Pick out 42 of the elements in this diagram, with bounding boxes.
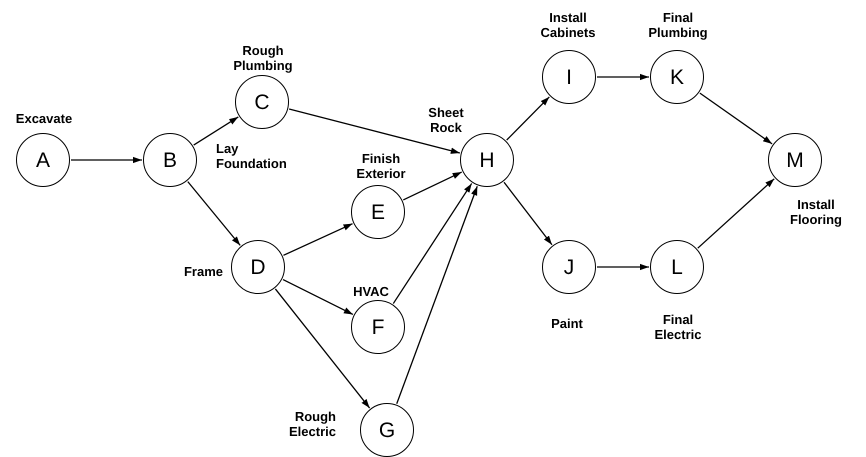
- activity-label: Finish Exterior: [355, 151, 407, 181]
- arrow: [392, 183, 472, 304]
- arrow: [71, 156, 142, 164]
- arrow: [274, 288, 370, 408]
- activity-label: Frame: [182, 264, 223, 279]
- activity-label: Paint: [550, 316, 584, 331]
- activity-label: Lay Foundation: [216, 141, 288, 171]
- arrow: [506, 96, 550, 141]
- arrow: [282, 278, 354, 316]
- arrow: [700, 92, 772, 144]
- activity-label: Install Flooring: [789, 197, 843, 227]
- activity-letter: C: [254, 92, 270, 112]
- arrow: [193, 116, 239, 146]
- activity-label: Final Plumbing: [647, 10, 709, 40]
- activity-label: Final Electric: [654, 312, 702, 342]
- activity-letter: K: [670, 66, 684, 88]
- activity-letter: G: [378, 420, 396, 440]
- activity-letter: F: [372, 316, 384, 338]
- arrow: [288, 108, 460, 154]
- activity-letter: L: [671, 256, 683, 278]
- activity-label: Rough Plumbing: [232, 43, 294, 73]
- activity-letter: B: [162, 150, 177, 170]
- arrow: [504, 182, 552, 246]
- arrow: [187, 181, 241, 246]
- arrow: [697, 178, 775, 249]
- activity-letter: E: [370, 202, 385, 222]
- activity-label: Rough Electric: [288, 409, 336, 439]
- arrow: [283, 223, 353, 256]
- activity-letter: A: [36, 150, 50, 170]
- activity-label: Install Cabinets: [540, 10, 596, 40]
- activity-label: HVAC: [352, 284, 390, 299]
- arrow: [396, 186, 478, 404]
- activity-letter: J: [564, 256, 574, 278]
- activity-letter: M: [786, 150, 804, 170]
- arrow: [402, 171, 462, 201]
- activity-letter: D: [250, 256, 266, 278]
- arrow: [597, 74, 649, 80]
- activity-letter: H: [479, 150, 495, 170]
- activity-label: Excavate: [14, 111, 74, 126]
- activity-letter: I: [566, 66, 572, 88]
- activity-label: Sheet Rock: [427, 105, 465, 135]
- arrow: [597, 264, 649, 270]
